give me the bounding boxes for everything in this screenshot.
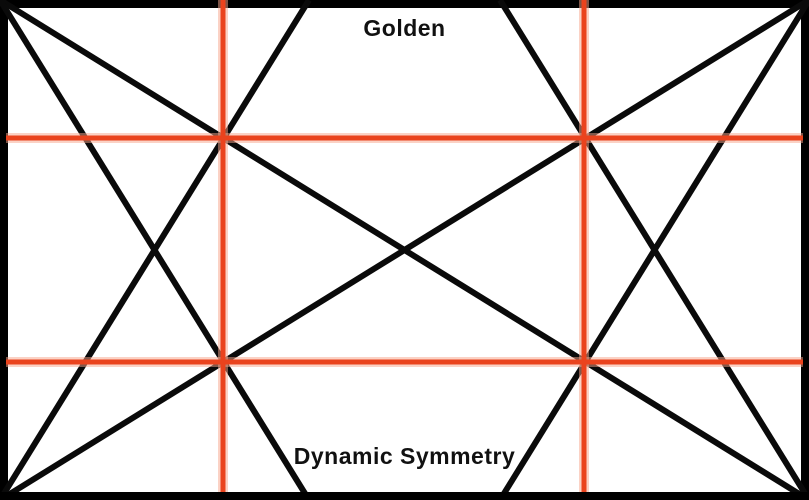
border-top	[0, 0, 809, 8]
golden-label: Golden	[363, 15, 446, 41]
border-bottom-overlay	[0, 492, 809, 500]
reciprocal-from-bottom-left	[0, 0, 312, 500]
reciprocal-from-bottom-right	[497, 0, 809, 500]
border-right	[801, 0, 809, 500]
dynamic-symmetry-label: Dynamic Symmetry	[293, 443, 516, 469]
border-left	[0, 0, 8, 500]
